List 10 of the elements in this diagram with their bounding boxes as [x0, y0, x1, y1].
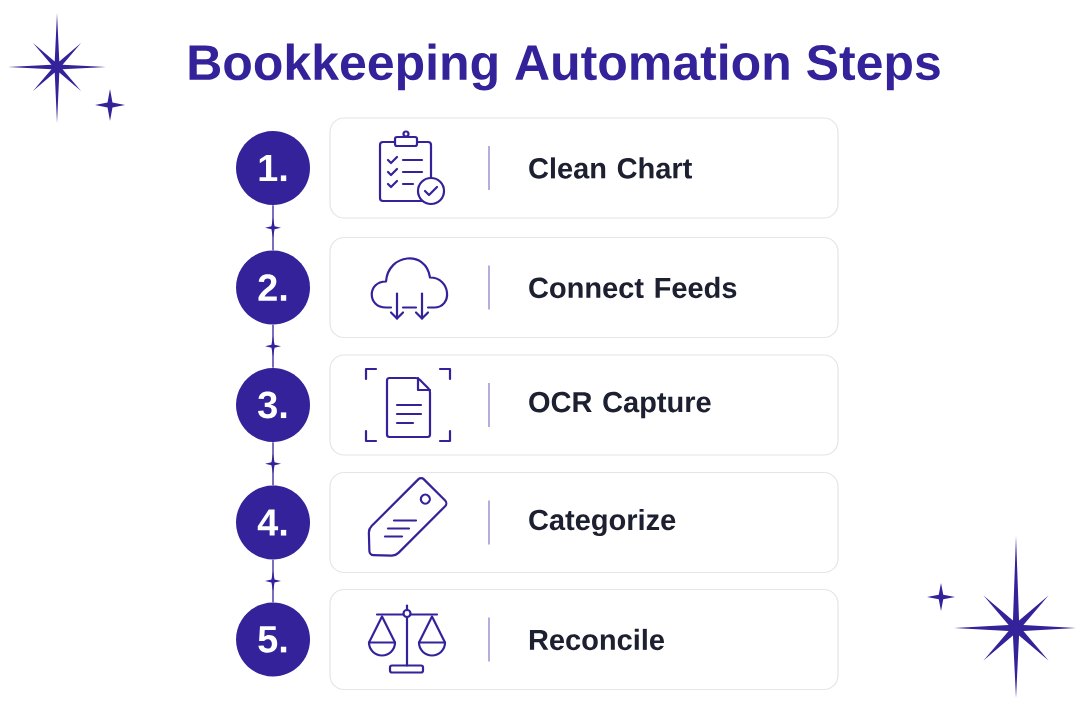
step-card: Categorize: [329, 471, 839, 574]
title: Bookkeeping Automation Steps: [189, 43, 940, 91]
step-card: OCR Capture: [329, 354, 839, 456]
step-card: Clean Chart: [329, 117, 839, 219]
connector-line: [272, 324, 274, 369]
step-card: Reconcile: [329, 588, 839, 691]
connector-line: [272, 559, 274, 603]
step-card: Connect Feeds: [329, 236, 839, 339]
connector-line: [272, 441, 274, 486]
connector-line: [272, 204, 274, 251]
